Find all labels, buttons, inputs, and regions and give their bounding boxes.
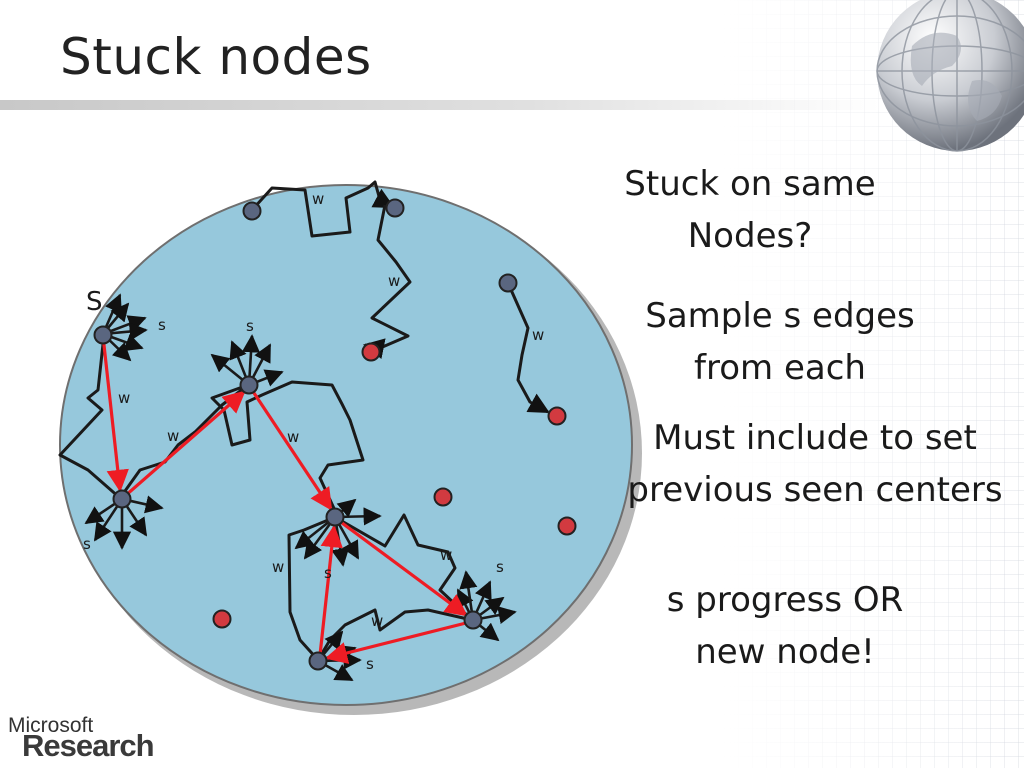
walk-left [58, 334, 121, 500]
node-red [361, 342, 381, 362]
node-red [433, 487, 453, 507]
node-red [547, 406, 567, 426]
walk-top [250, 180, 395, 238]
walk-middle [210, 380, 365, 516]
gray-nodes [93, 198, 518, 671]
note-must-include-text: Must include to set previous seen center… [627, 418, 1003, 510]
label-s: s [158, 316, 166, 334]
node [325, 507, 345, 527]
label-s: s [324, 564, 332, 582]
label-w: w [272, 558, 284, 576]
note-progress: s progress OR new node! [640, 574, 930, 678]
node-red [212, 609, 232, 629]
note-progress-text: s progress OR new node! [666, 580, 904, 672]
label-w: w [532, 326, 544, 344]
graph-disk [59, 184, 633, 706]
node [498, 273, 518, 293]
node [93, 325, 113, 345]
label-w: w [371, 612, 383, 630]
label-w: w [167, 427, 179, 445]
note-stuck-text: Stuck on same Nodes? [624, 164, 876, 256]
note-must-include: Must include to set previous seen center… [615, 412, 1015, 516]
node-red [557, 516, 577, 536]
label-w: w [287, 428, 299, 446]
walk-right [506, 282, 550, 414]
label-w: w [440, 546, 452, 564]
label-w: w [118, 389, 130, 407]
node [242, 201, 262, 221]
label-s: s [366, 655, 374, 673]
label-w: w [388, 272, 400, 290]
page-title: Stuck nodes [60, 28, 372, 86]
node [463, 610, 483, 630]
node [308, 651, 328, 671]
center-path [101, 335, 468, 664]
note-sample: Sample s edges from each [625, 290, 935, 394]
label-s: s [496, 558, 504, 576]
logo-microsoft: Microsoft [8, 714, 94, 737]
label-s: s [246, 317, 254, 335]
walk-top-right [362, 204, 412, 360]
label-big-s: S [86, 287, 103, 317]
note-stuck: Stuck on same Nodes? [600, 158, 900, 262]
red-nodes [212, 342, 577, 629]
node [239, 375, 259, 395]
globe-icon [876, 0, 1024, 152]
logo-research: Research [22, 728, 155, 763]
title-divider [0, 100, 880, 110]
node [385, 198, 405, 218]
walk-lower [287, 516, 334, 662]
label-w: w [312, 190, 324, 208]
walk-lower-right [339, 513, 474, 622]
node [112, 489, 132, 509]
note-sample-text: Sample s edges from each [645, 296, 915, 388]
label-s: s [83, 535, 91, 553]
